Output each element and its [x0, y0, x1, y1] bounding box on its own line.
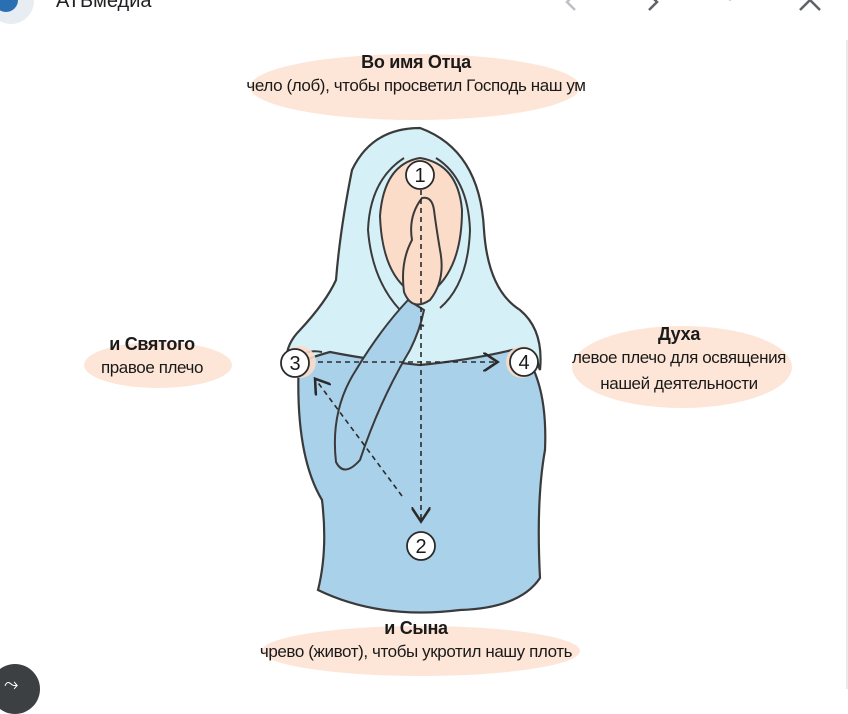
marker-2-number: 2: [415, 536, 426, 558]
label-step-1: Во имя Отца чело (лоб), чтобы просветил …: [230, 52, 602, 99]
chevron-right-icon[interactable]: [640, 0, 666, 12]
source-logo-icon[interactable]: [0, 0, 34, 24]
label-step-3-text: правое плечо: [78, 355, 226, 381]
chevron-left-icon[interactable]: [558, 0, 584, 12]
source-name[interactable]: АТБмедиа: [56, 0, 152, 13]
sign-of-cross-diagram: 1 2 3 4 Во имя Отца чело (лоб), чтобы пр…: [0, 30, 848, 689]
share-icon: ⤳: [4, 674, 18, 695]
marker-4: 4: [510, 348, 538, 376]
source-logo-mark: [0, 0, 18, 12]
robe: [298, 329, 545, 612]
label-step-1-title: Во имя Отца: [230, 52, 602, 73]
label-step-4: Духа левое плечо для освящения нашей дея…: [568, 324, 790, 397]
label-step-2-text: чрево (живот), чтобы укротил нашу плоть: [250, 639, 582, 665]
marker-1: 1: [406, 161, 434, 189]
viewer-top-bar: АТБмедиа: [0, 0, 848, 30]
label-step-4-text: левое плечо для освящения: [568, 345, 790, 371]
marker-4-number: 4: [518, 352, 529, 374]
label-step-3-title: и Святого: [78, 334, 226, 355]
label-step-4-text2: нашей деятельности: [568, 371, 790, 397]
label-step-4-title: Духа: [568, 324, 790, 345]
marker-2: 2: [407, 532, 435, 560]
label-step-3: и Святого правое плечо: [78, 334, 226, 381]
marker-3-number: 3: [289, 353, 300, 375]
label-step-2: и Сына чрево (живот), чтобы укротил нашу…: [250, 618, 582, 665]
label-step-2-title: и Сына: [250, 618, 582, 639]
marker-1-number: 1: [414, 165, 425, 187]
more-vertical-icon[interactable]: [717, 0, 743, 12]
label-step-1-text: чело (лоб), чтобы просветил Господь наш …: [230, 73, 602, 99]
close-icon[interactable]: [797, 0, 823, 12]
marker-3: 3: [281, 349, 309, 377]
